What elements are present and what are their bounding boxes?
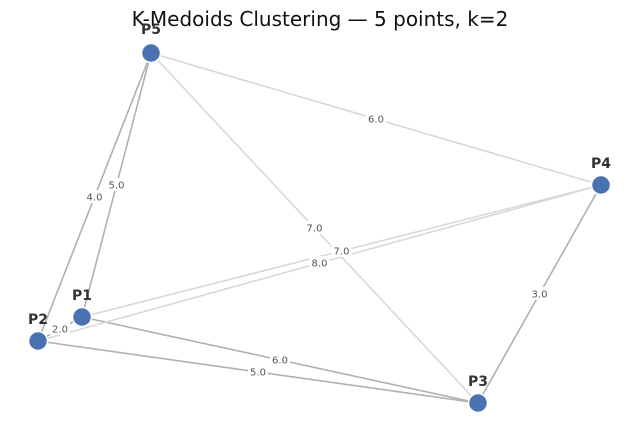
node-label-p2: P2 (28, 312, 48, 328)
node-label-p4: P4 (591, 156, 611, 172)
edge-weight-p2-p5: 4.0 (84, 190, 105, 204)
edge-weight-bg (270, 353, 290, 366)
edge-weight-bg (84, 190, 105, 203)
node-p5 (140, 42, 162, 64)
edge-weight-label: 4.0 (87, 193, 103, 204)
edge-weight-label: 5.0 (250, 368, 266, 379)
node-label-p5: P5 (141, 22, 161, 38)
edge-weight-bg (309, 256, 330, 269)
edge-labels-layer: 2.0 6.0 7.0 5.0 5.0 8.0 4.0 3.0 7.0 6.0 (50, 112, 550, 379)
edge-weight-p3-p4: 3.0 (529, 287, 550, 301)
edge-weight-label: 6.0 (368, 115, 384, 126)
node-p2 (27, 330, 49, 352)
edge-weight-label: 6.0 (272, 356, 288, 367)
node-label-p1: P1 (72, 288, 92, 304)
edge-weight-bg (304, 221, 325, 234)
edge-weight-p1-p5: 5.0 (106, 178, 127, 192)
edge-weight-bg (106, 178, 127, 191)
edge-weight-label: 2.0 (52, 325, 68, 336)
edge-weight-p1-p4: 7.0 (331, 244, 352, 258)
edge-weight-p2-p4: 8.0 (309, 256, 330, 270)
edge-weight-label: 7.0 (307, 224, 323, 235)
edge-weight-bg (529, 287, 550, 300)
node-p1 (71, 306, 93, 328)
edge-weight-p1-p3: 6.0 (270, 353, 290, 367)
edge-weight-label: 8.0 (312, 259, 328, 270)
diagram-title: K-Medoids Clustering — 5 points, k=2 (132, 7, 509, 31)
edge-weight-label: 7.0 (334, 247, 350, 258)
edge-weight-p1-p2: 2.0 (50, 322, 70, 336)
edge-weight-bg (331, 244, 352, 257)
edge-weight-label: 5.0 (109, 181, 125, 192)
edge-weight-bg (366, 112, 386, 125)
edge-weight-p3-p5: 7.0 (304, 221, 325, 235)
edge-weight-p2-p3: 5.0 (248, 365, 268, 379)
edge-weight-bg (248, 365, 268, 378)
edge-weight-p4-p5: 6.0 (366, 112, 386, 126)
edge-weight-label: 3.0 (532, 290, 548, 301)
edge-weight-bg (50, 322, 70, 335)
node-p3 (467, 392, 489, 414)
node-label-p3: P3 (468, 374, 488, 390)
node-p4 (590, 174, 612, 196)
